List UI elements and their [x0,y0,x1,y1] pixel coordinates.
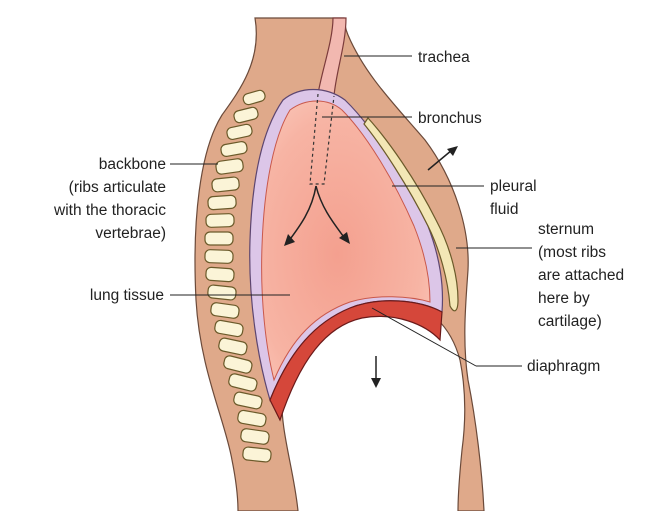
label-sternum-line1: sternum [538,221,594,238]
label-backbone-line4: vertebrae) [95,225,166,242]
label-sternum-line4: here by [538,290,590,307]
label-backbone-line1: backbone [99,156,166,173]
label-lung-tissue: lung tissue [90,287,164,304]
ribcage-arrow-head [447,146,458,156]
label-bronchus: bronchus [418,110,482,127]
label-trachea: trachea [418,49,470,66]
label-pleural-fluid-line1: pleural [490,178,537,195]
label-sternum-line2: (most ribs [538,244,606,261]
label-sternum-line5: cartilage) [538,313,602,330]
label-backbone: backbone (ribs articulate with the thora… [53,156,166,242]
label-sternum-line3: are attached [538,267,624,284]
label-backbone-line3: with the thoracic [53,202,166,219]
label-pleural-fluid-line2: fluid [490,201,518,218]
diaphragm-arrow-head [371,378,381,388]
label-diaphragm: diaphragm [527,358,600,375]
label-backbone-line2: (ribs articulate [69,179,166,196]
